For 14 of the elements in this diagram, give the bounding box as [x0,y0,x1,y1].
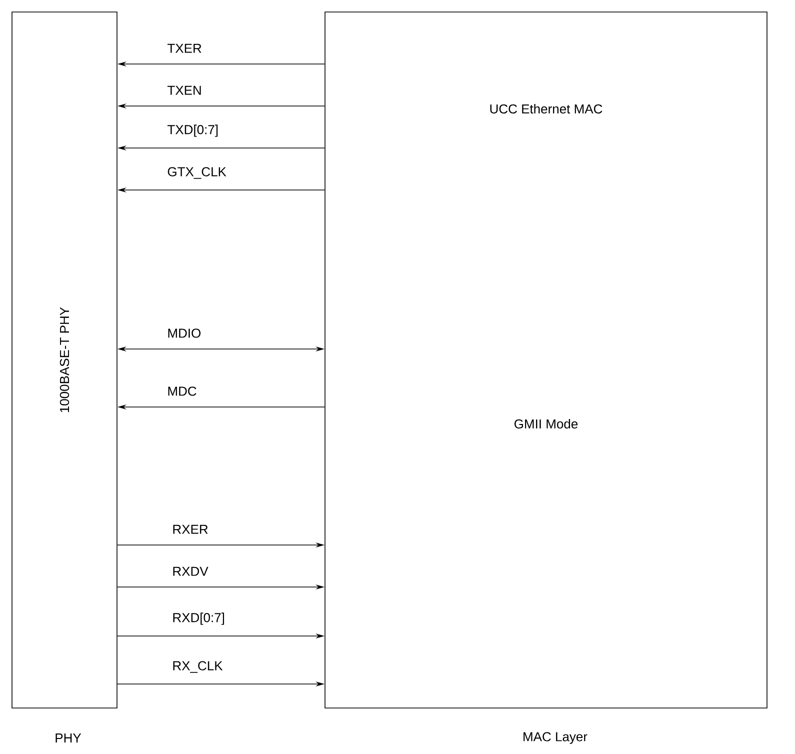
signal-label: MDIO [168,328,201,338]
signal-label: TXER [168,44,202,53]
signal-label: TXEN [168,86,201,95]
box-caption: PHY [56,734,82,742]
signal-label: RXER [173,524,208,534]
signal-label: RX_CLK [173,661,223,673]
mac-box: UCC Ethernet MAC GMII Mode [324,12,768,708]
signal-label: MDC [168,386,196,396]
phy-box: 1000BASE-T PHY [12,12,118,708]
signal-label: RXDV [173,566,208,576]
box-caption: MAC Layer [524,732,588,744]
signal-label: RXD[0:7] [173,612,224,625]
signal-label: GTX_CLK [168,167,226,179]
signal-label: TXD[0:7] [168,124,218,137]
